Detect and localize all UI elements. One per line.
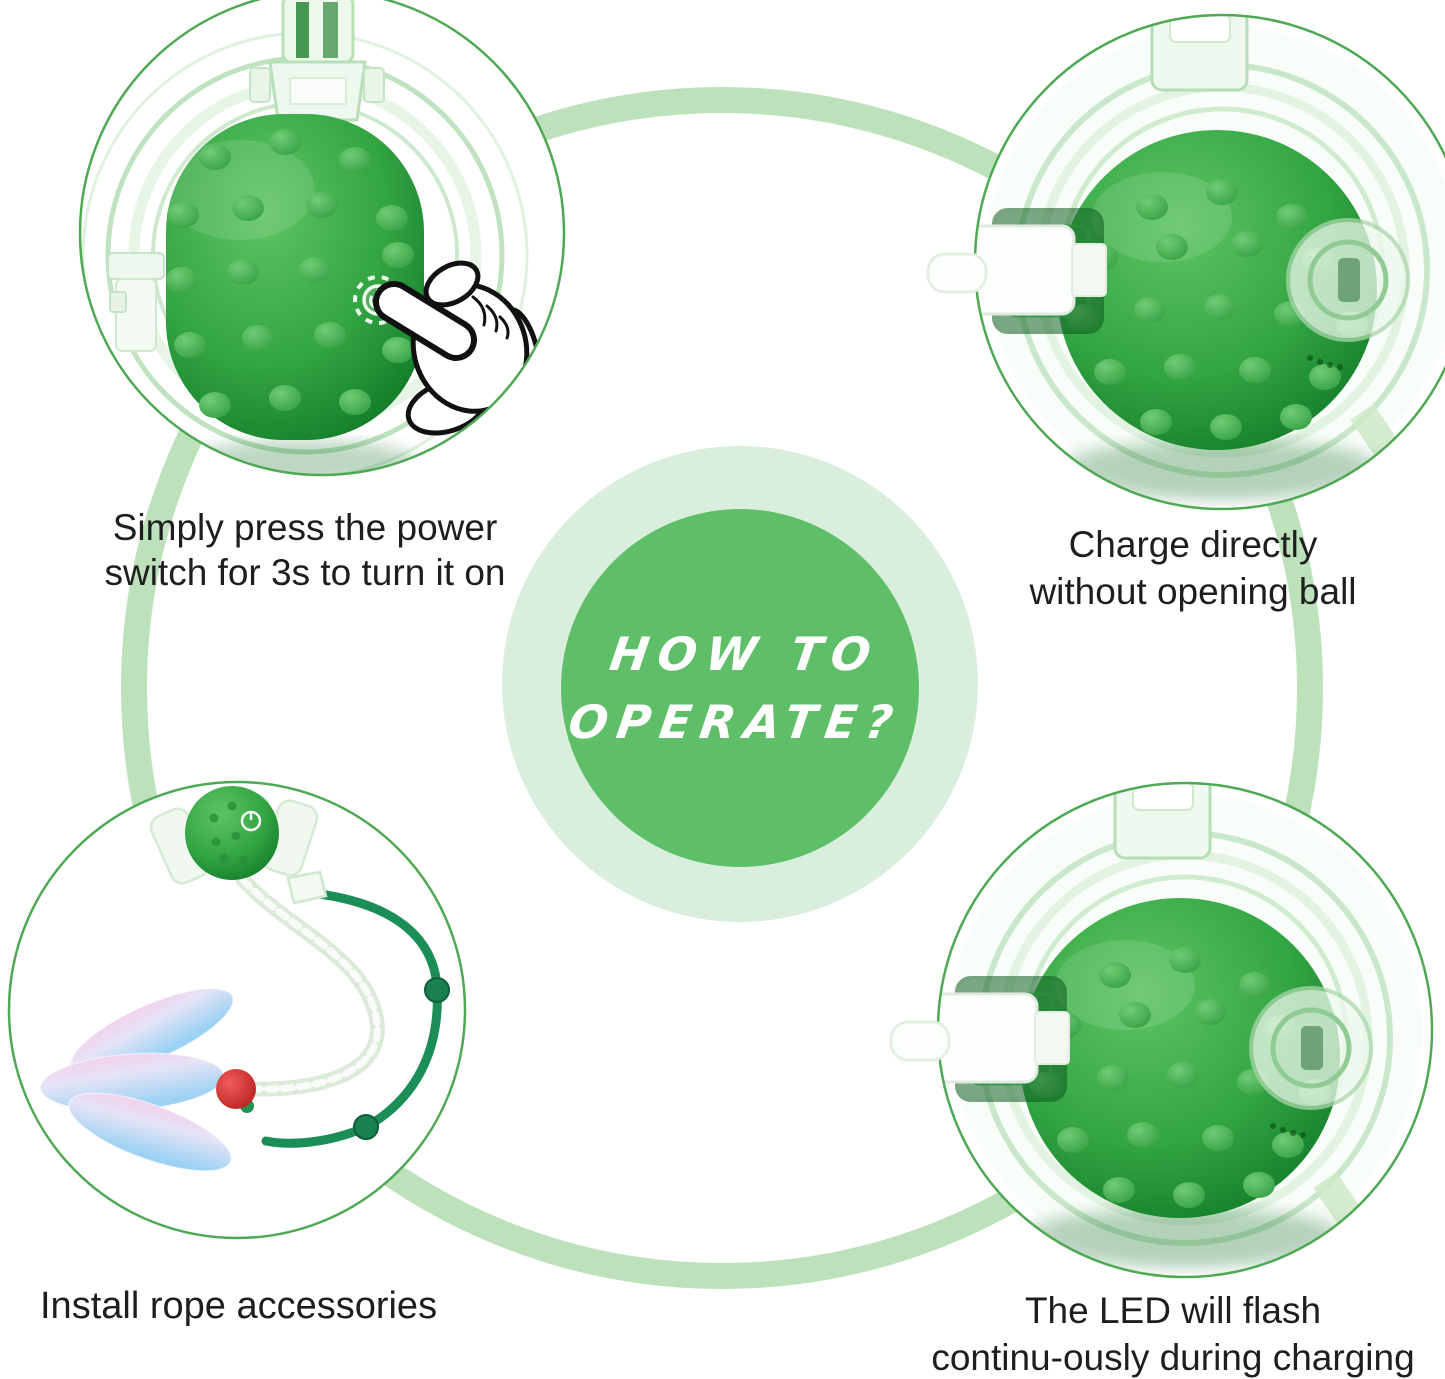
clear-stick [249,0,385,122]
badge-title-line2: OPERATE? [565,695,906,749]
usb-cable [889,1020,951,1062]
caption-install-rope: Install rope accessories [40,1283,680,1329]
green-rope [261,888,442,1148]
photo-circle-border [7,780,467,1240]
rope-knot [353,1114,379,1140]
rope-knot [424,977,450,1003]
photo-rope-accessories [9,782,465,1238]
iridescent-feathers [39,987,234,1172]
photo-led-charging [938,783,1432,1277]
caption-led-flash: The LED will flash continu-ously during … [893,1287,1445,1379]
caption-line: Simply press the power [112,507,498,548]
mini-green-ball [185,786,279,880]
clear-clip [286,870,328,905]
caption-line: without opening ball [1029,571,1357,612]
photo-circle-border [78,0,566,477]
green-ball [166,114,424,440]
hand-icon [373,260,543,436]
photo-charge-directly [975,15,1445,509]
caption-line: The LED will flash [1024,1290,1322,1331]
center-badge-title: HOW TO OPERATE? [527,598,952,778]
power-icon [240,810,262,832]
photo-press-power-switch [80,0,564,475]
caption-line: Charge directly [1068,524,1318,565]
caption-line: continu-ously during charging [931,1337,1415,1378]
caption-line: Install rope accessories [40,1285,438,1327]
badge-title-line1: HOW TO [606,627,883,681]
usb-cable [926,252,988,294]
side-axle [107,252,165,352]
center-badge-disc [561,509,919,867]
caption-press-power: Simply press the power switch for 3s to … [43,505,567,595]
background-ring [121,87,1323,1289]
red-pompom [216,1069,256,1109]
mini-ball-dimples [209,801,249,865]
caption-line: switch for 3s to turn it on [104,552,506,593]
caption-charge-directly: Charge directly without opening ball [943,521,1443,615]
